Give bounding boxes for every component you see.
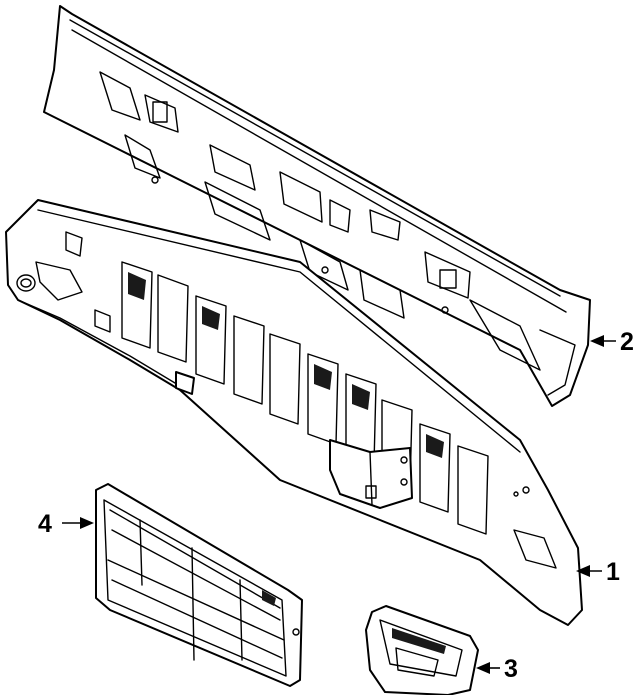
part-2-upper-panel bbox=[43, 5, 591, 407]
part-1-lower-panel bbox=[5, 199, 583, 626]
callout-4: 4 bbox=[38, 510, 94, 538]
callout-3: 3 bbox=[476, 655, 518, 683]
part-3-handle-cover bbox=[365, 605, 479, 695]
callout-1-label: 1 bbox=[606, 558, 620, 586]
callout-1: 1 bbox=[576, 558, 620, 586]
callout-4-label: 4 bbox=[38, 510, 52, 538]
callout-2: 2 bbox=[590, 328, 634, 356]
callout-3-label: 3 bbox=[504, 655, 518, 683]
callout-2-label: 2 bbox=[620, 328, 634, 356]
part-4-vent-grille bbox=[95, 483, 303, 687]
